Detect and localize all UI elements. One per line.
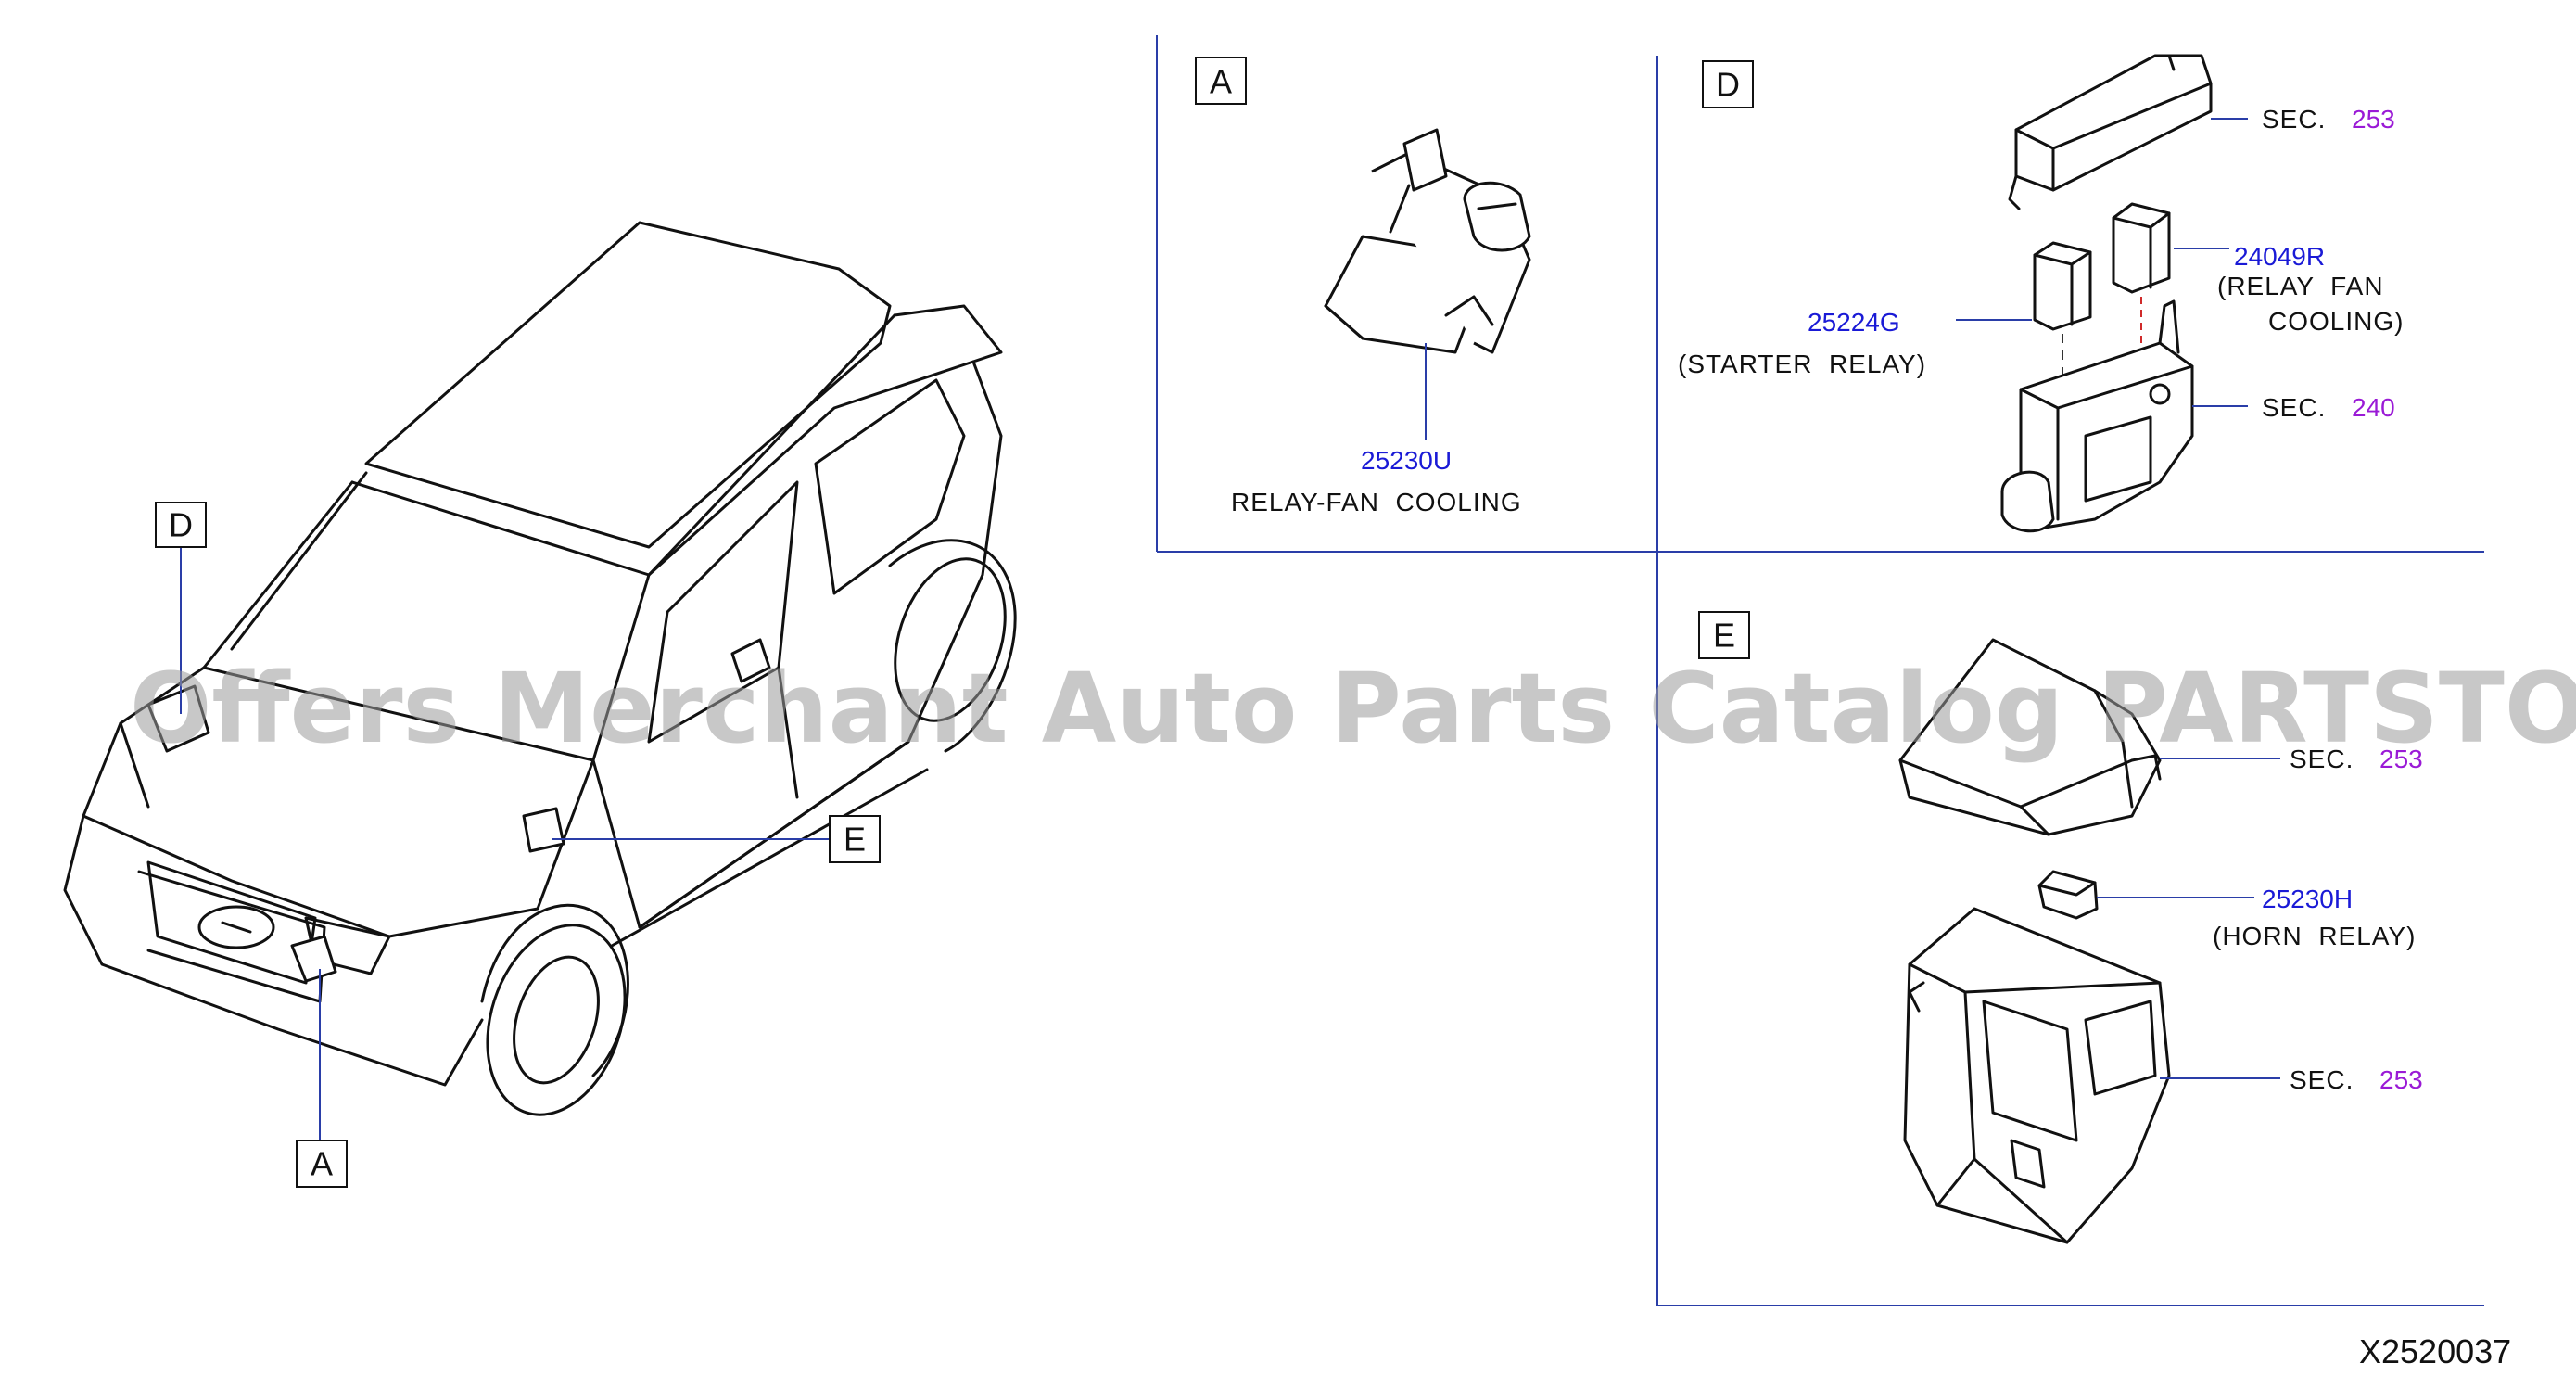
fan-relay-name-2: COOLING)	[2268, 307, 2404, 336]
watermark-text: Offers Merchant Auto Parts Catalog PARTS…	[130, 652, 2576, 765]
part-number-25230h: 25230H	[2262, 885, 2353, 913]
callout-a-letter: A	[311, 1145, 333, 1183]
part-number-24049r: 24049R	[2234, 242, 2325, 271]
d-cover-sec-num: 253	[2352, 105, 2395, 134]
d-box-sec-label: SEC.	[2262, 393, 2326, 422]
relay-fan-cooling-label: RELAY-FAN COOLING	[1231, 488, 1522, 516]
e-cover-sec-num: 253	[2379, 745, 2423, 773]
fan-relay-name-1: (RELAY FAN	[2217, 272, 2384, 300]
diagram-code: X2520037	[2359, 1332, 2511, 1370]
panel-frames	[1156, 35, 2484, 1306]
panel-e: E SEC. 253 25230H (HORN RELAY)	[1698, 611, 2423, 1244]
relay-25224g-drawing	[2033, 241, 2092, 331]
car-illustration	[63, 221, 1017, 1116]
callout-d-box: D	[155, 502, 207, 548]
starter-relay-name: (STARTER RELAY)	[1678, 350, 1926, 378]
e-cover-sec-label: SEC.	[2290, 745, 2354, 773]
relay-fan-cooling-drawing	[1324, 128, 1531, 354]
d-box-sec-num: 240	[2352, 393, 2395, 422]
panel-d-letter: D	[1716, 66, 1740, 104]
callout-e-letter: E	[844, 821, 866, 859]
relay-box-drawing	[2000, 299, 2194, 533]
ipdm-box-drawing	[1903, 907, 2171, 1244]
panel-a: A 25230U RELAY-FAN COOLING	[1195, 57, 1531, 516]
callout-e-box: E	[829, 815, 881, 863]
relay-24049r-drawing	[2112, 202, 2171, 294]
horn-relay-name: (HORN RELAY)	[2213, 922, 2416, 950]
panel-d: D SEC. 253 24049R (RELAY FAN COOLING)	[1678, 54, 2404, 533]
part-number-25224g: 25224G	[1808, 308, 1900, 337]
d-cover-sec-label: SEC.	[2262, 105, 2326, 134]
e-box-sec-num: 253	[2379, 1065, 2423, 1094]
callout-d-letter: D	[169, 506, 193, 544]
fuse-box-cover-drawing	[2008, 54, 2213, 210]
relay-25230h-drawing	[2037, 870, 2099, 920]
callout-a-box: A	[296, 1140, 348, 1188]
panel-a-letter: A	[1210, 63, 1232, 101]
ipdm-cover-drawing	[1898, 638, 2162, 836]
part-number-25230u: 25230U	[1361, 446, 1452, 475]
panel-e-letter: E	[1713, 617, 1735, 655]
e-box-sec-label: SEC.	[2290, 1065, 2354, 1094]
